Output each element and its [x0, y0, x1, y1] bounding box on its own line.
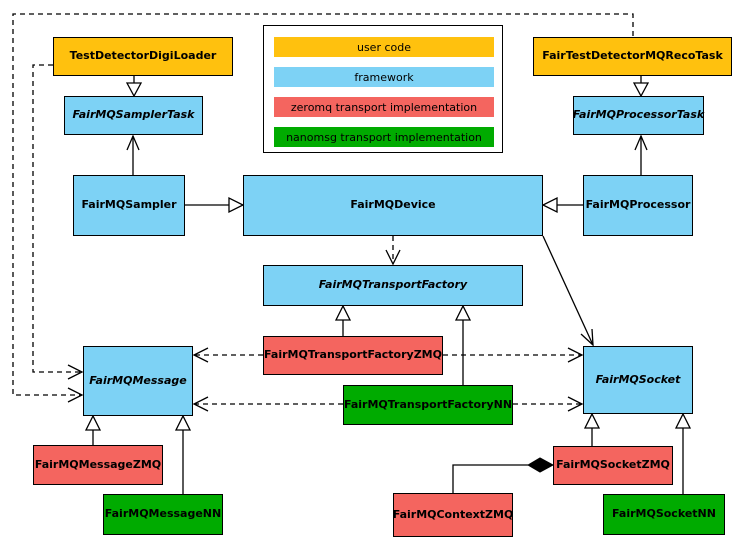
edge-inheritance-fairmqsocketzmq-fairmqsocket — [583, 412, 601, 446]
node-fairmqdevice: FairMQDevice — [243, 175, 543, 236]
edge-dependency-testdetectordigiloader-fairmqmessage — [32, 64, 84, 380]
open-arrowhead-icon — [192, 347, 209, 363]
edge-inheritance-fairmqprocessor-fairmqdevice — [541, 196, 583, 214]
node-label: FairMQMessageZMQ — [34, 457, 162, 471]
node-label: FairMQDevice — [350, 198, 436, 212]
edge-inheritance-fairmqmessagezmq-fairmqmessage — [84, 414, 102, 445]
node-label: FairMQSampler — [81, 198, 177, 212]
node-label: FairMQMessage — [89, 373, 187, 387]
edge-inheritance-fairmqmessagenn-fairmqmessage — [174, 414, 192, 494]
edge-inheritance-fairtestdetectormqrecotask-fairmqprocessortask — [632, 76, 650, 98]
edge-inheritance-fairmqtransportfactorynn-fairmqtransportfactory — [454, 304, 472, 385]
node-fairmqsocketzmq: FairMQSocketZMQ — [553, 446, 673, 485]
edge-inheritance-testdetectordigiloader-fairmqsamplertask — [125, 76, 143, 98]
node-fairmqtransportfactorynn: FairMQTransportFactoryNN — [343, 385, 513, 425]
edge-dependency-fairmqdevice-fairmqtransportfactory — [385, 236, 401, 266]
hollow-triangle-icon — [454, 304, 472, 321]
node-fairmqsampler: FairMQSampler — [73, 175, 185, 236]
legend-item-user-code: user code — [274, 37, 494, 57]
open-arrowhead-icon — [67, 387, 84, 403]
node-label: FairMQSocket — [595, 372, 681, 386]
open-arrowhead-icon — [634, 134, 648, 151]
hollow-triangle-icon — [84, 414, 102, 431]
node-label: FairMQTransportFactoryZMQ — [264, 348, 442, 362]
hollow-triangle-icon — [632, 82, 650, 98]
node-fairtestdetectormqrecotask: FairTestDetectorMQRecoTask — [533, 37, 732, 76]
legend-label: zeromq transport implementation — [290, 100, 478, 114]
node-label: FairMQSamplerTask — [72, 108, 195, 122]
legend-item-zeromq: zeromq transport implementation — [274, 97, 494, 117]
edge-inheritance-fairmqsampler-fairmqdevice — [185, 196, 245, 214]
edge-association-fairmqprocessor-fairmqprocessortask — [634, 134, 648, 175]
node-testdetectordigiloader: TestDetectorDigiLoader — [53, 37, 233, 76]
open-arrowhead-icon — [580, 328, 594, 347]
legend-label: user code — [356, 40, 412, 54]
node-fairmqtransportfactoryzmq: FairMQTransportFactoryZMQ — [263, 336, 443, 375]
node-label: FairTestDetectorMQRecoTask — [542, 49, 723, 63]
node-label: FairMQTransportFactory — [318, 278, 468, 292]
node-fairmqsocket: FairMQSocket — [583, 346, 693, 414]
node-label: FairMQSocketZMQ — [556, 458, 670, 472]
edge-dependency-fairmqtransportfactoryzmq-fairmqmessage — [192, 347, 263, 363]
legend-item-framework: framework — [274, 67, 494, 87]
node-label: FairMQContextZMQ — [392, 507, 514, 521]
node-label: FairMQMessageNN — [104, 507, 222, 521]
legend-item-nanomsg: nanomsg transport implementation — [274, 127, 494, 147]
hollow-triangle-icon — [174, 414, 192, 431]
hollow-triangle-icon — [583, 412, 601, 429]
open-arrowhead-icon — [67, 364, 84, 380]
node-label: FairMQSocketNN — [612, 507, 716, 521]
open-arrowhead-icon — [126, 134, 140, 151]
edge-dependency-fairmqtransportfactoryzmq-fairmqsocket — [443, 347, 584, 363]
hollow-triangle-icon — [541, 196, 558, 214]
hollow-triangle-icon — [228, 196, 245, 214]
edge-association-fairmqsampler-fairmqsamplertask — [126, 134, 140, 175]
hollow-triangle-icon — [125, 82, 143, 98]
hollow-triangle-icon — [674, 412, 692, 429]
edge-dependency-fairtestdetectormqrecotask-fairmqmessage — [12, 13, 634, 403]
edge-dependency-fairmqtransportfactorynn-fairmqmessage — [192, 396, 343, 412]
hollow-triangle-icon — [334, 304, 352, 321]
edge-association-fairmqdevice-fairmqsocket — [542, 235, 594, 347]
node-fairmqcontextzmq: FairMQContextZMQ — [393, 493, 513, 537]
open-arrowhead-icon — [192, 396, 209, 412]
legend-label: nanomsg transport implementation — [286, 130, 482, 144]
open-arrowhead-icon — [567, 347, 584, 363]
node-fairmqprocessor: FairMQProcessor — [583, 175, 693, 236]
legend-label: framework — [354, 70, 414, 84]
node-fairmqtransportfactory: FairMQTransportFactory — [263, 265, 523, 306]
node-fairmqmessagezmq: FairMQMessageZMQ — [33, 445, 163, 485]
legend: user code framework zeromq transport imp… — [263, 25, 503, 153]
open-arrowhead-icon — [385, 249, 401, 266]
node-fairmqmessagenn: FairMQMessageNN — [103, 494, 223, 535]
composition-diamond-icon — [527, 457, 555, 473]
node-label: FairMQTransportFactoryNN — [343, 397, 513, 411]
node-label: TestDetectorDigiLoader — [69, 49, 217, 63]
edge-inheritance-fairmqsocketnn-fairmqsocket — [674, 412, 692, 494]
open-arrowhead-icon — [567, 396, 584, 412]
node-fairmqsocketnn: FairMQSocketNN — [603, 494, 725, 535]
node-label: FairMQProcessor — [585, 198, 691, 212]
node-fairmqmessage: FairMQMessage — [83, 346, 193, 416]
node-fairmqprocessortask: FairMQProcessorTask — [573, 96, 704, 135]
edge-inheritance-fairmqtransportfactoryzmq-fairmqtransportfactory — [334, 304, 352, 336]
edge-dependency-fairmqtransportfactorynn-fairmqsocket — [513, 396, 584, 412]
edge-composition-fairmqsocketzmq-fairmqcontextzmq — [452, 457, 555, 493]
node-fairmqsamplertask: FairMQSamplerTask — [64, 96, 203, 135]
node-label: FairMQProcessorTask — [572, 108, 705, 122]
